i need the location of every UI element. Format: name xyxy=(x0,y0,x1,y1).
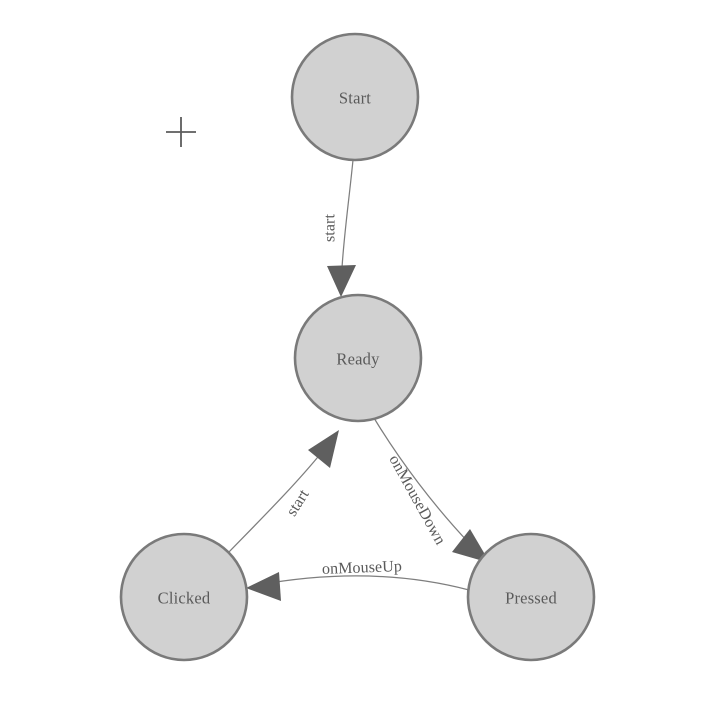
edge-pressed-to-clicked[interactable]: onMouseUp xyxy=(246,558,470,601)
node-circle-ready[interactable] xyxy=(293,293,423,423)
edge-path-start-to-ready[interactable] xyxy=(341,159,354,269)
node-circle-start[interactable] xyxy=(290,32,420,162)
node-label-ready: Ready xyxy=(336,350,380,369)
node-clicked[interactable]: Clicked xyxy=(119,532,249,662)
arrowhead-pressed-to-clicked xyxy=(246,572,281,601)
edge-label-ready-to-pressed: onMouseDown xyxy=(385,452,448,547)
edge-path-clicked-to-ready[interactable] xyxy=(227,451,323,554)
node-label-clicked: Clicked xyxy=(158,589,211,608)
edge-clicked-to-ready[interactable]: start xyxy=(227,430,339,554)
node-label-start: Start xyxy=(339,89,371,108)
node-circle-clicked[interactable] xyxy=(119,532,249,662)
edge-start-to-ready[interactable]: start xyxy=(322,159,357,297)
node-start[interactable]: Start xyxy=(290,32,420,162)
arrowhead-start-to-ready xyxy=(327,265,356,297)
edge-label-start-to-ready: start xyxy=(322,214,339,243)
edge-path-pressed-to-clicked[interactable] xyxy=(257,575,470,591)
node-circle-pressed[interactable] xyxy=(466,532,596,662)
arrowhead-ready-to-pressed xyxy=(452,529,490,563)
edge-label-pressed-to-clicked: onMouseUp xyxy=(322,558,403,578)
node-label-pressed: Pressed xyxy=(505,589,557,608)
plus-marker-icon xyxy=(166,117,196,147)
node-ready[interactable]: Ready xyxy=(293,293,423,423)
edge-path-ready-to-pressed[interactable] xyxy=(373,417,471,545)
edge-ready-to-pressed[interactable]: onMouseDown xyxy=(373,417,490,563)
node-pressed[interactable]: Pressed xyxy=(466,532,596,662)
arrowhead-clicked-to-ready xyxy=(308,430,339,468)
